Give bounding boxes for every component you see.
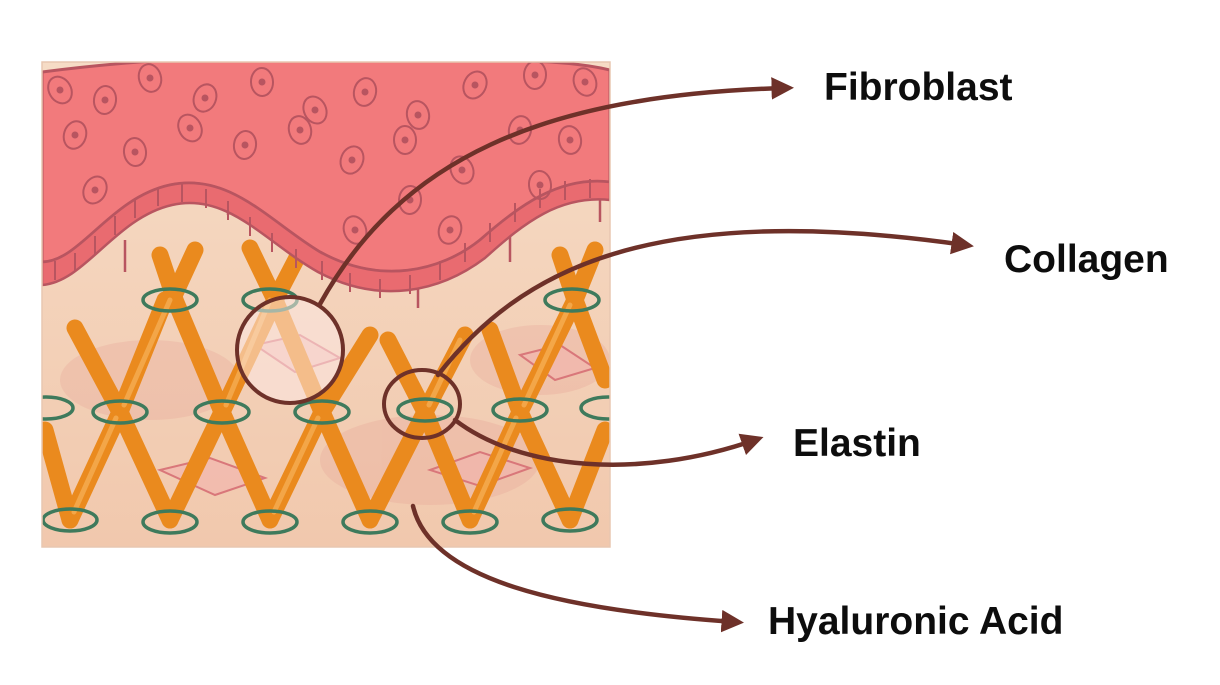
epidermal-cell <box>352 77 378 107</box>
cell-nucleus <box>201 94 209 102</box>
epidermal-cell <box>62 120 88 150</box>
epidermal-cell <box>47 75 73 105</box>
cell-nucleus <box>401 136 409 144</box>
epidermal-cell <box>437 215 463 245</box>
cell-nucleus <box>311 106 319 114</box>
cell-nucleus <box>351 226 359 234</box>
elastin-label: Elastin <box>793 422 921 465</box>
elastin-arrow <box>452 417 764 467</box>
epidermal-cell <box>507 115 533 145</box>
cell-nucleus <box>471 81 479 89</box>
cell-nucleus <box>414 111 422 119</box>
cell-nucleus <box>581 78 589 86</box>
epidermal-cell <box>177 113 203 143</box>
epidermal-cell <box>449 155 475 185</box>
epidermal-cell <box>122 137 148 167</box>
fibroblast-label: Fibroblast <box>824 66 1013 109</box>
epidermal-cell <box>339 145 365 175</box>
elastin-highlight-circle <box>382 368 462 440</box>
epidermal-cell <box>92 85 118 115</box>
epidermal-cell <box>302 95 328 125</box>
elastin-rings <box>42 287 610 535</box>
cell-nucleus <box>186 124 194 132</box>
epidermal-cell <box>249 67 275 97</box>
epidermal-cell <box>287 115 313 145</box>
cell-nucleus <box>258 78 266 86</box>
cell-nucleus <box>101 96 109 104</box>
epidermal-cells <box>47 62 598 245</box>
cell-nucleus <box>536 181 544 189</box>
cell-nucleus <box>458 166 466 174</box>
basal-cell-row <box>42 179 610 293</box>
cell-nucleus <box>91 186 99 194</box>
fibroblast-highlight-circle <box>235 295 345 405</box>
epidermal-cell <box>557 125 583 155</box>
epidermal-cell <box>192 83 218 113</box>
epidermal-cell <box>522 62 548 90</box>
cell-nucleus <box>361 88 369 96</box>
cell-nucleus <box>131 148 139 156</box>
epidermal-cell <box>392 125 418 155</box>
epidermal-cell <box>405 100 431 130</box>
cell-nucleus <box>146 74 154 82</box>
cell-nucleus <box>296 126 304 134</box>
epidermal-cell <box>527 170 553 200</box>
epidermal-cell <box>137 63 163 93</box>
cell-nucleus <box>566 136 574 144</box>
collagen-label: Collagen <box>1004 238 1169 281</box>
cell-nucleus <box>446 226 454 234</box>
cell-nucleus <box>71 131 79 139</box>
tissue-block <box>42 62 610 547</box>
fibroblast-arrow <box>317 77 794 307</box>
epidermal-cell <box>397 185 423 215</box>
epidermal-cell <box>572 67 598 97</box>
epidermal-cell <box>232 130 258 160</box>
hyaluronic-acid-arrow <box>410 503 744 633</box>
cell-nucleus <box>56 86 64 94</box>
epidermal-cell <box>82 175 108 205</box>
cell-nucleus <box>241 141 249 149</box>
cell-nucleus <box>348 156 356 164</box>
tissue-border <box>41 61 611 548</box>
cell-nucleus <box>531 71 539 79</box>
hyaluronic-acid-label: Hyaluronic Acid <box>768 600 1064 643</box>
collagen-arrow <box>435 228 974 378</box>
epidermal-cell <box>462 70 488 100</box>
